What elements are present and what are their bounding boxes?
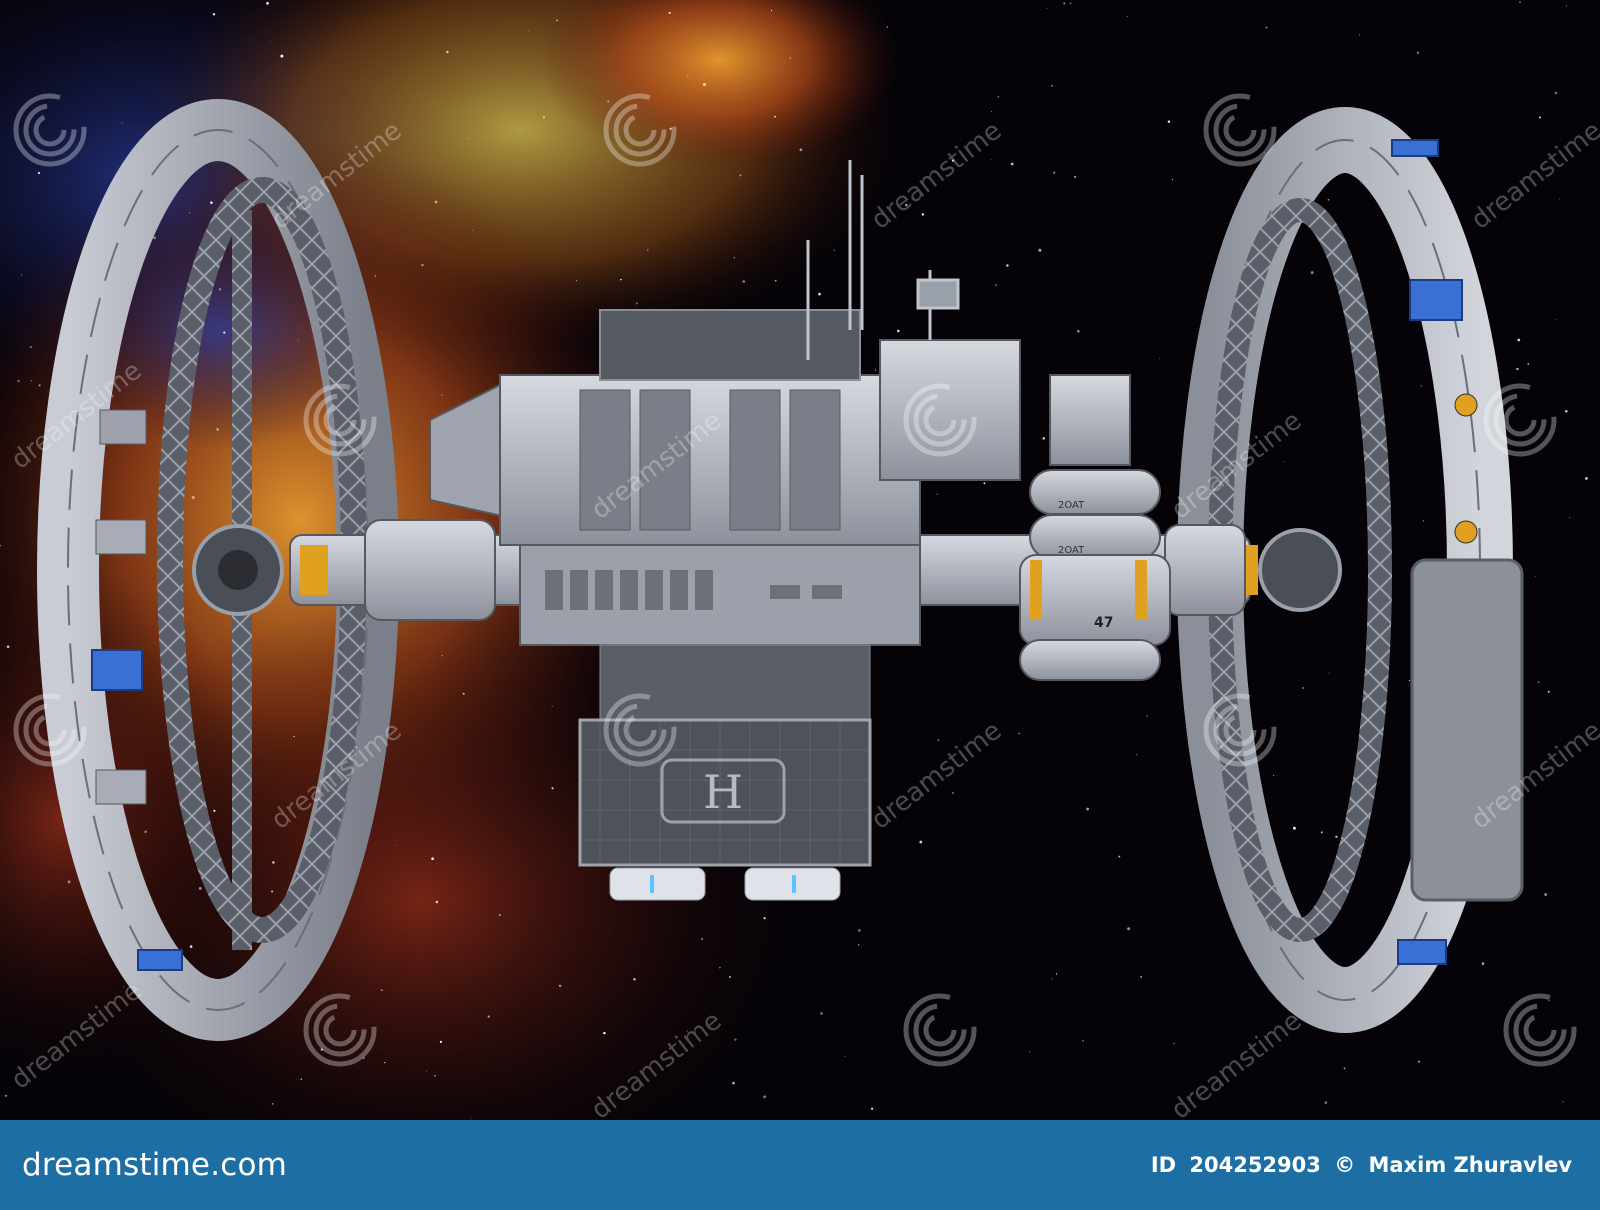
copyright-symbol: © <box>1334 1153 1356 1177</box>
main-hull <box>429 309 1131 646</box>
image-credit: ID 204252903 © Maxim Zhuravlev <box>1145 1153 1572 1177</box>
brand-logo-text[interactable]: dreamstime.com <box>22 1147 288 1183</box>
antennas <box>806 160 960 360</box>
cargo-tanks: 2OAT 2OAT 47 <box>1019 469 1171 681</box>
spiral-logo-icon <box>1483 383 1557 457</box>
author-name: Maxim Zhuravlev <box>1368 1153 1572 1177</box>
spiral-logo-icon <box>903 383 977 457</box>
id-value: 204252903 <box>1189 1153 1321 1177</box>
spiral-logo-icon <box>13 93 87 167</box>
spiral-logo-icon <box>603 693 677 767</box>
spiral-logo-icon <box>13 693 87 767</box>
tank-label-1: 2OAT <box>1058 500 1085 511</box>
landing-pad-section: H <box>578 644 872 901</box>
spiral-logo-icon <box>903 993 977 1067</box>
space-station-render: 2OAT 2OAT 47 H dreamstimedreamstimedream… <box>0 0 1600 1120</box>
stock-footer-bar: dreamstime.com ID 204252903 © Maxim Zhur… <box>0 1120 1600 1210</box>
spiral-logo-icon <box>1503 993 1577 1067</box>
tank-label-2: 2OAT <box>1058 545 1085 556</box>
spiral-logo-icon <box>303 993 377 1067</box>
spiral-logo-icon <box>603 93 677 167</box>
spiral-logo-icon <box>1203 93 1277 167</box>
id-label: ID <box>1150 1153 1177 1177</box>
helipad-mark: H <box>703 765 743 819</box>
module-number: 47 <box>1094 615 1113 631</box>
spiral-logo-icon <box>1203 693 1277 767</box>
spiral-logo-icon <box>303 383 377 457</box>
starfield <box>0 1 1588 1119</box>
